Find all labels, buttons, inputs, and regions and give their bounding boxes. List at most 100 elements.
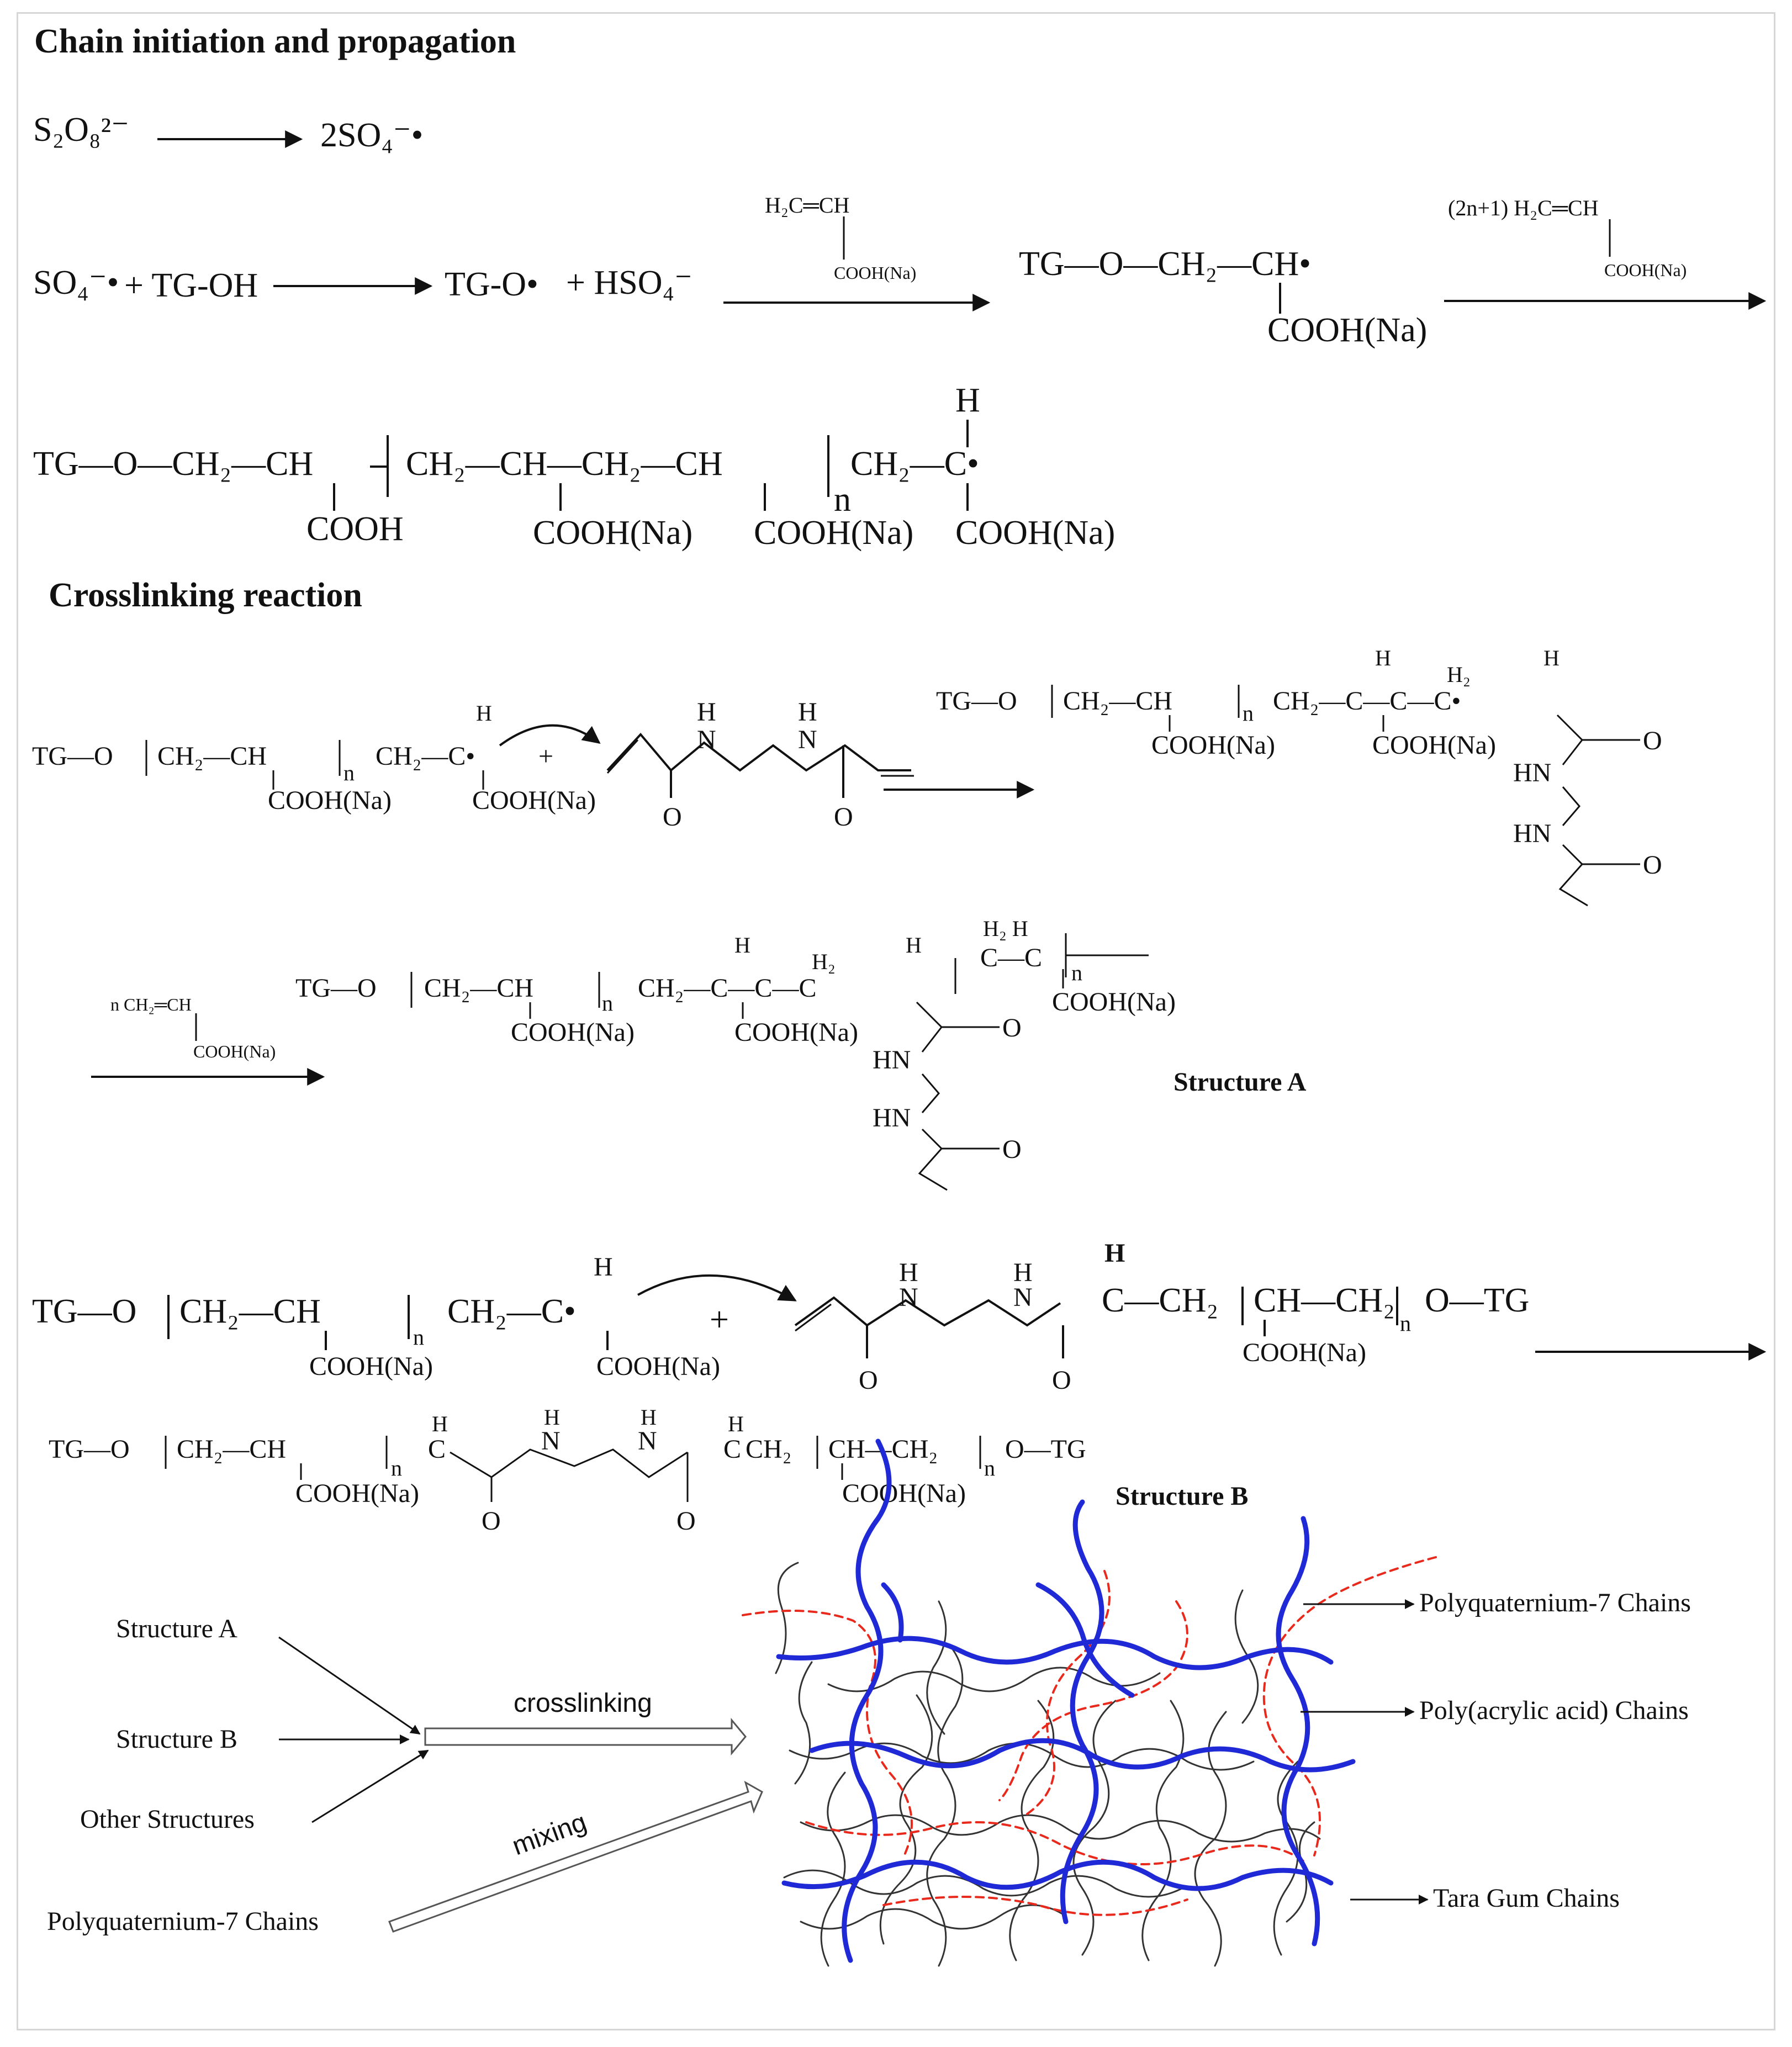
heading-chain: Chain initiation and propagation [34,23,516,60]
monomer-top: H₂C═CH [765,193,849,218]
chain-start: TG—O—CH₂—CH [33,445,313,483]
xl1-left-main: TG—O [32,742,113,771]
structA-sub1: COOH(Na) [511,1018,635,1047]
structB-r-plus: + [710,1301,729,1339]
structA-h3: H [906,933,922,958]
tara-gum-chain [820,1771,846,1967]
structB-label: Structure B [1116,1482,1248,1511]
structB-nh-h2: H [641,1405,657,1430]
polyquaternium-chain [805,1821,1304,1865]
structB-h2: H [728,1411,744,1436]
heading-crosslink: Crosslinking reaction [49,576,362,614]
xl1-prod-sub1: COOH(Na) [1151,731,1275,760]
xl1-prod-repeat: CH₂—CH [1063,686,1172,716]
structB-r-tail: CH₂—C• [447,1293,576,1330]
structA-vinyl [918,1148,948,1191]
chain-sub4: COOH(Na) [955,514,1115,552]
chain-n: n [834,481,851,519]
mba-h1: H [697,697,716,727]
structB-sub1: COOH(Na) [295,1479,419,1508]
structB-r-right-repeat: CH—CH₂ [1254,1282,1395,1319]
chain-repeat: CH₂—CH—CH₂—CH [406,445,723,483]
structB-r-vinyl-double [795,1303,832,1332]
polyquaternium-chain [998,1600,1188,1801]
xl1-prod-main: TG—O [936,686,1017,716]
structA-branch-top: H₂ H [983,916,1028,941]
structB-repeat: CH₂—CH [177,1435,286,1464]
mba-o2: O [834,802,853,832]
input-other: Other Structures [80,1805,255,1834]
polyquaternium-chain [1262,1556,1437,1856]
polyquaternium-chain [882,1896,1188,1916]
structB-h1: H [432,1411,448,1436]
structB-r-repeat: CH₂—CH [179,1293,321,1330]
legend-tara-gum: Tara Gum Chains [1433,1884,1620,1913]
sulfate-radical: 2SO₄⁻• [320,117,423,154]
mixing-arrow [388,1780,763,1933]
chain-sub3: COOH(Na) [754,514,913,552]
structB-o1: O [482,1506,501,1536]
tara-gum-chain [1141,1700,1185,1961]
structA-n: n [602,991,613,1015]
structB-r-main: TG—O [32,1293,136,1330]
xl1-prod-hn-bond [1562,739,1583,765]
mba-n2: N [798,725,817,754]
xl1-prod-h2: H₂ [1447,662,1471,687]
structA-h1: H [734,933,750,958]
legend-polyquaternium: Polyquaternium-7 Chains [1419,1588,1691,1617]
structB-r-right-c: C—CH₂ [1102,1282,1218,1319]
xl1-left-repeat: CH₂—CH [157,742,267,771]
xl1-prod-h3: H [1543,646,1560,670]
structB-r-h: H [594,1252,613,1282]
arrow-structure-a [278,1636,421,1735]
poly-acrylic-acid-chain [1035,1582,1135,1698]
structB-r-o1: O [859,1366,878,1395]
structB-nh-h1: H [544,1405,560,1430]
structB-r-o2: O [1052,1366,1071,1395]
polymer-network [742,1438,1437,1967]
poly-acrylic-acid-chain [1276,1516,1320,1946]
structB-r-right-n: n [1400,1311,1411,1336]
structB-r-n: n [413,1325,424,1350]
persulfate: S₂O₈²⁻ [33,111,129,149]
input-polyquaternium: Polyquaternium-7 Chains [47,1907,319,1936]
sulfate-radical-reactant: SO₄⁻• [33,264,119,302]
xl1-prod-sub2: COOH(Na) [1372,731,1496,760]
input-structure-a: Structure A [116,1614,237,1643]
structB-n: n [391,1456,402,1480]
crosslinking-arrow [424,1717,747,1756]
tara-gum-chain [1009,1700,1055,1961]
structB-n2: N [638,1426,657,1456]
bisulfate: + HSO₄⁻ [566,264,693,302]
chain-sub1: COOH [306,510,404,548]
structB-r-right-sub: COOH(Na) [1243,1338,1366,1367]
structB-r-right-h: H [1104,1239,1125,1268]
chain-end: CH₂—C• [850,445,979,483]
xl1-prod-o2: O [1643,850,1662,880]
crosslinking-label: crosslinking [514,1689,652,1718]
tara-gum-chain [827,1667,1161,1692]
tara-gum-chain [879,1694,933,1945]
structA-amide [916,1001,1000,1028]
structA-hn2: HN [873,1103,911,1133]
structB-r-nh-h1: H [899,1258,918,1287]
tara-gum-chain [775,1562,799,1674]
input-structure-b: Structure B [116,1725,237,1754]
poly-acrylic-acid-chain [809,1738,1356,1773]
structB-r-nh-h2: H [1013,1258,1033,1287]
figure-frame [17,12,1775,2030]
xl1-prod-vinyl [1558,864,1588,907]
poly-acrylic-acid-chain [781,1859,1334,1891]
poly-acrylic-acid-chain [881,1582,904,1643]
mba-skeleton [606,732,911,772]
structB-r-mba [794,1296,1061,1327]
structB-sub2: COOH(Na) [842,1479,966,1508]
xl1-left-tail: CH₂—C• [376,742,475,771]
structB-r-n2: N [1013,1283,1033,1312]
structB-end: O—TG [1005,1435,1086,1464]
structA-tail: CH₂—C—C—C [638,974,816,1003]
structB-main: TG—O [49,1435,130,1464]
poly-acrylic-acid-chain [842,1438,892,1963]
tara-gum-chain [800,1904,1067,1930]
